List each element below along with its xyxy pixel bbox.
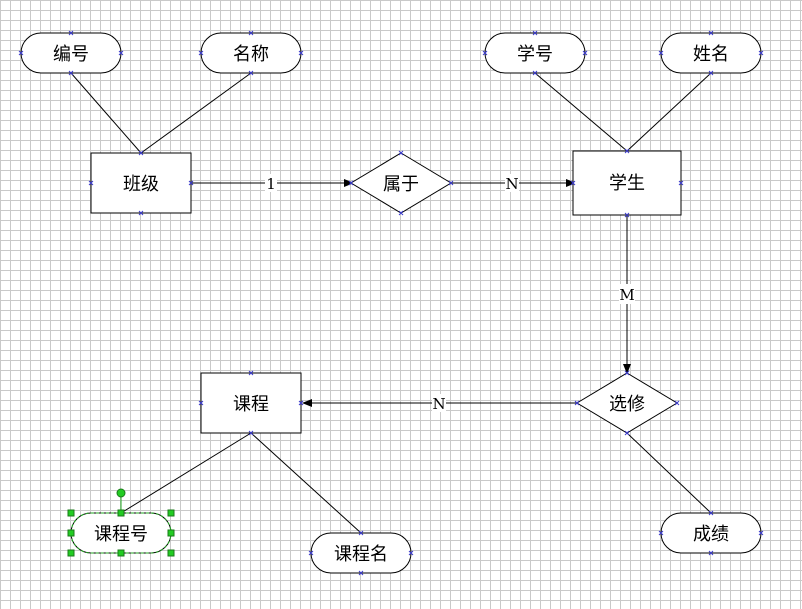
resize-handle-sw[interactable] — [67, 549, 75, 557]
attribute-links — [70, 72, 712, 534]
resize-handle-nw[interactable] — [67, 509, 75, 517]
link-class-name — [140, 72, 252, 154]
relationship-links — [191, 179, 631, 407]
connection-point-icon — [198, 400, 204, 406]
attribute-student-no[interactable]: 学号 — [484, 32, 586, 74]
cardinality-belongs-student: N — [505, 175, 518, 193]
link-student-name — [626, 72, 712, 152]
attribute-course-name[interactable]: 课程名 — [310, 532, 412, 574]
entity-class-label: 班级 — [123, 174, 159, 195]
connection-point-icon — [758, 530, 764, 536]
attribute-course-no-label: 课程号 — [94, 524, 148, 545]
connection-point-icon — [248, 70, 254, 76]
attribute-student-name-label: 姓名 — [693, 44, 729, 65]
connection-point-icon — [188, 180, 194, 186]
connection-point-icon — [708, 550, 714, 556]
connection-point-icon — [574, 400, 580, 406]
cardinality-class-belongs: 1 — [266, 175, 276, 193]
connection-point-icon — [532, 30, 538, 36]
connection-point-icon — [482, 50, 488, 56]
resize-handle-e[interactable] — [167, 529, 175, 537]
attribute-class-name[interactable]: 名称 — [200, 32, 302, 74]
relationship-select[interactable]: 选修 — [576, 372, 678, 434]
connection-point-icon — [624, 430, 630, 436]
entity-class[interactable]: 班级 — [90, 152, 192, 214]
connection-point-icon — [624, 212, 630, 218]
resize-handle-n[interactable] — [117, 509, 125, 517]
attribute-student-no-label: 学号 — [517, 44, 553, 65]
attribute-class-name-label: 名称 — [233, 44, 269, 65]
connection-point-icon — [248, 30, 254, 36]
connection-point-icon — [708, 70, 714, 76]
selection-handles[interactable] — [67, 488, 175, 557]
attribute-class-no[interactable]: 编号 — [20, 32, 122, 74]
attribute-class-no-label: 编号 — [53, 44, 89, 65]
resize-handle-w[interactable] — [67, 529, 75, 537]
attribute-course-name-label: 课程名 — [334, 544, 388, 565]
resize-handle-s[interactable] — [117, 549, 125, 557]
connection-point-icon — [758, 50, 764, 56]
connection-point-icon — [198, 50, 204, 56]
connection-point-icon — [658, 50, 664, 56]
connection-point-icon — [298, 400, 304, 406]
connection-point-icon — [88, 180, 94, 186]
connection-point-icon — [298, 50, 304, 56]
link-student-no — [534, 72, 628, 152]
attribute-course-no[interactable]: 课程号 — [70, 512, 172, 554]
connection-point-icon — [138, 150, 144, 156]
link-course-no — [120, 432, 252, 514]
connection-point-icon — [624, 370, 630, 376]
connection-point-icon — [308, 550, 314, 556]
cardinality-select-course: N — [432, 395, 445, 413]
connection-point-icon — [248, 370, 254, 376]
attribute-student-name[interactable]: 姓名 — [660, 32, 762, 74]
connection-point-icon — [582, 50, 588, 56]
cardinality-student-select: M — [619, 286, 634, 304]
connection-point-icon — [624, 148, 630, 154]
connection-point-icon — [708, 510, 714, 516]
connection-point-icon — [358, 570, 364, 576]
relationship-belongs-label: 属于 — [383, 174, 419, 195]
connection-point-icon — [68, 70, 74, 76]
relationship-select-label: 选修 — [609, 394, 645, 415]
connection-point-icon — [674, 400, 680, 406]
entity-course[interactable]: 课程 — [200, 372, 302, 434]
link-score — [626, 432, 712, 514]
connection-point-icon — [408, 550, 414, 556]
connection-point-icon — [678, 180, 684, 186]
entity-student-label: 学生 — [609, 173, 645, 194]
connection-point-icon — [138, 210, 144, 216]
resize-handle-se[interactable] — [167, 549, 175, 557]
connection-point-icon — [708, 30, 714, 36]
connection-point-icon — [118, 50, 124, 56]
connection-point-icon — [348, 180, 354, 186]
connection-point-icon — [448, 180, 454, 186]
entity-course-label: 课程 — [233, 394, 269, 415]
link-class-no — [70, 72, 142, 154]
relationship-belongs[interactable]: 属于 — [350, 152, 452, 214]
connection-point-icon — [68, 30, 74, 36]
resize-handle-ne[interactable] — [167, 509, 175, 517]
entity-student[interactable]: 学生 — [572, 150, 682, 216]
connection-point-icon — [398, 150, 404, 156]
attribute-score[interactable]: 成绩 — [660, 512, 762, 554]
attribute-score-label: 成绩 — [693, 524, 729, 545]
connection-point-icon — [398, 210, 404, 216]
connection-point-icon — [358, 530, 364, 536]
cardinality-labels: 1 N M N — [265, 174, 635, 413]
rotate-handle[interactable] — [116, 488, 126, 498]
connection-point-icon — [658, 530, 664, 536]
link-course-name — [250, 432, 362, 534]
connection-points — [18, 30, 764, 576]
connection-point-icon — [532, 70, 538, 76]
connection-point-icon — [570, 180, 576, 186]
connection-point-icon — [248, 430, 254, 436]
connection-point-icon — [18, 50, 24, 56]
